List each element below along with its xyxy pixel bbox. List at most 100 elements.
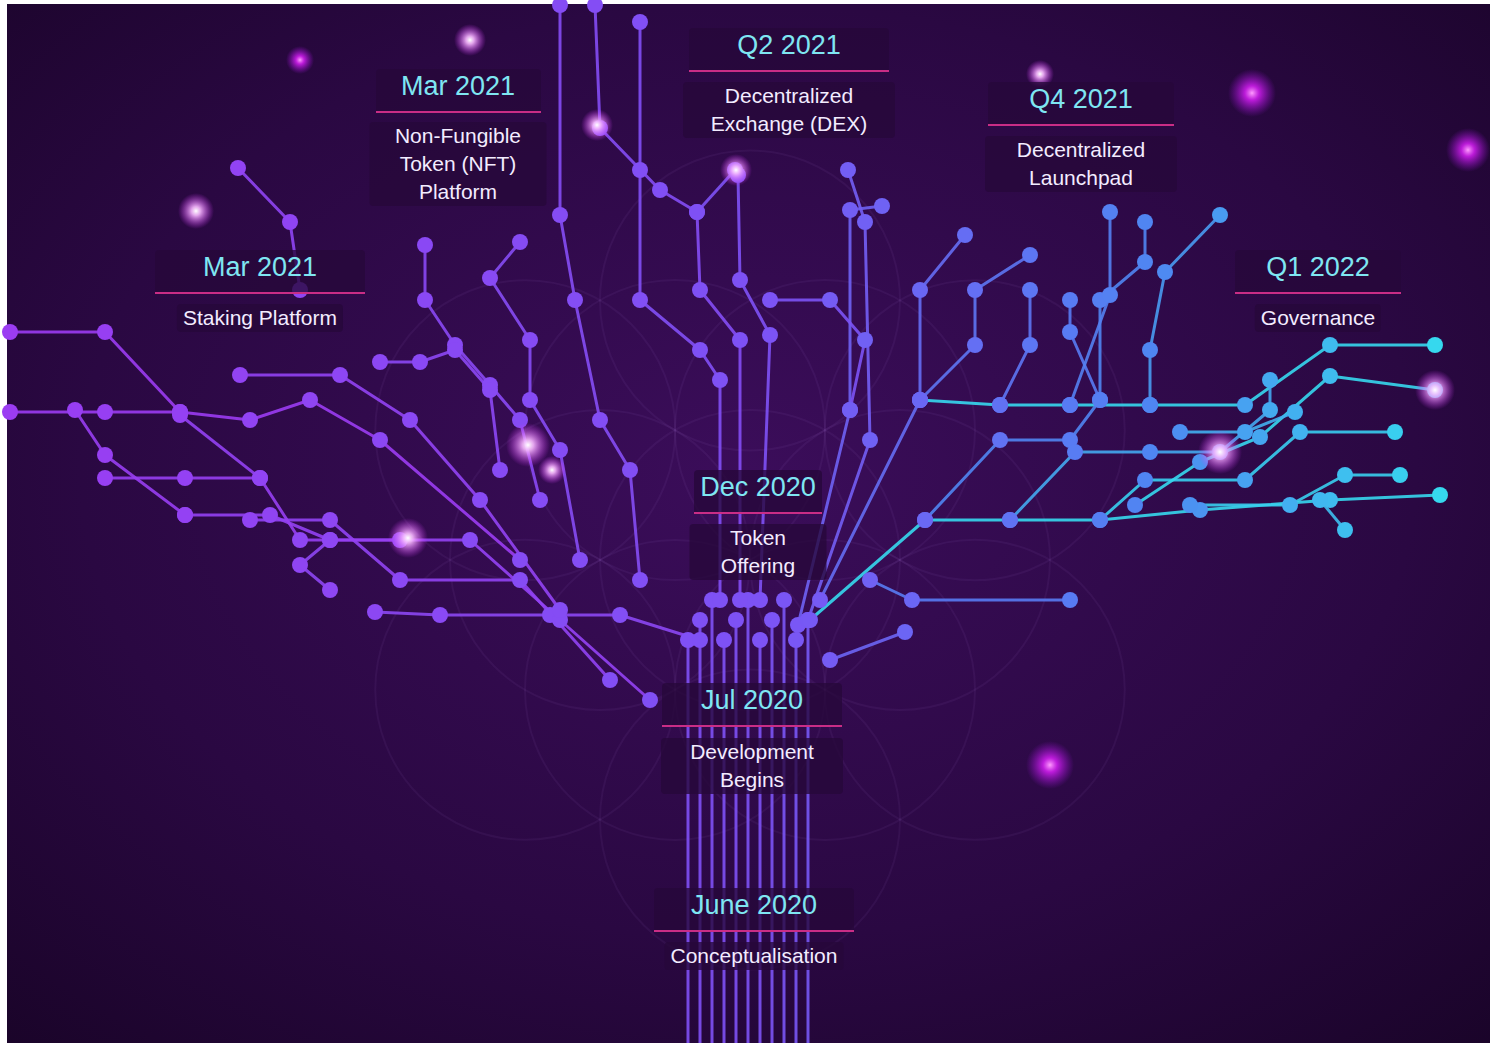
- circuit-line: [1150, 215, 1220, 405]
- circuit-line: [1100, 432, 1395, 520]
- circuit-dot: [912, 282, 928, 298]
- circuit-dot: [392, 572, 408, 588]
- glow-light: [581, 109, 613, 141]
- circuit-line: [1070, 300, 1100, 400]
- circuit-line: [1180, 412, 1295, 432]
- circuit-line: [250, 520, 610, 680]
- circuit-dot: [917, 512, 933, 528]
- circuit-line: [10, 400, 520, 560]
- milestone-text: Conceptualisation: [665, 942, 844, 970]
- circuit-dot: [417, 292, 433, 308]
- flower-pattern: [375, 151, 1124, 970]
- milestone-text: Governance: [1255, 304, 1381, 332]
- circuit-dot: [97, 324, 113, 340]
- circuit-dot: [242, 512, 258, 528]
- milestone-date: Dec 2020: [694, 470, 822, 514]
- milestone-date: Q2 2021: [689, 28, 889, 72]
- circuit-dot: [1212, 207, 1228, 223]
- circuit-dot: [292, 557, 308, 573]
- circuit-dot: [1142, 397, 1158, 413]
- circuit-dot: [1092, 392, 1108, 408]
- circuit-dot: [1262, 402, 1278, 418]
- milestone-date: Mar 2021: [376, 69, 541, 113]
- circuit-dot: [842, 402, 858, 418]
- glow-light: [286, 46, 314, 74]
- circuit-dot: [472, 492, 488, 508]
- circuit-line: [783, 600, 786, 1043]
- glow-light: [178, 193, 214, 229]
- circuit-dot: [1002, 512, 1018, 528]
- circuit-dot: [1062, 592, 1078, 608]
- circuit-dot: [172, 407, 188, 423]
- circuit-dot: [1092, 512, 1108, 528]
- glow-light: [1446, 128, 1490, 172]
- circuit-dot: [1092, 512, 1108, 528]
- circuit-dot: [587, 0, 603, 13]
- circuit-dot: [177, 470, 193, 486]
- circuit-dot: [842, 202, 858, 218]
- circuit-dot: [532, 492, 548, 508]
- circuit-dot: [992, 397, 1008, 413]
- circuit-dot: [1427, 337, 1443, 353]
- circuit-dot: [252, 470, 268, 486]
- circuit-dot: [512, 552, 528, 568]
- circuit-dot: [482, 270, 498, 286]
- circuit-dot: [1337, 522, 1353, 538]
- circuit-dot: [1182, 497, 1198, 513]
- circuit-dot: [692, 282, 708, 298]
- circuit-dot: [857, 332, 873, 348]
- glow-light: [720, 154, 752, 186]
- circuit-dot: [1432, 487, 1448, 503]
- circuit-line: [711, 600, 714, 1043]
- circuit-dot: [728, 612, 744, 628]
- glow-light: [388, 518, 428, 558]
- circuit-dot: [862, 432, 878, 448]
- circuit-dot: [812, 592, 828, 608]
- circuit-dot: [1292, 424, 1308, 440]
- circuit-dot: [412, 354, 428, 370]
- circuit-dot: [1102, 287, 1118, 303]
- circuit-dot: [692, 612, 708, 628]
- circuit-dot: [917, 512, 933, 528]
- circuit-dot: [732, 332, 748, 348]
- circuit-dot: [302, 392, 318, 408]
- circuit-dot: [552, 0, 568, 13]
- circuit-dot: [1337, 467, 1353, 483]
- circuit-dot: [572, 552, 588, 568]
- circuit-dot: [622, 462, 638, 478]
- milestone-text: Token Offering: [690, 524, 827, 580]
- glow-light: [454, 24, 486, 56]
- circuit-dot: [1102, 204, 1118, 220]
- circuit-line: [10, 332, 180, 412]
- circuit-dot: [897, 624, 913, 640]
- circuit-dot: [652, 182, 668, 198]
- circuit-dot: [912, 392, 928, 408]
- circuit-dot: [1237, 472, 1253, 488]
- circuit-dot: [1252, 429, 1268, 445]
- circuit-dot: [840, 162, 856, 178]
- background: [7, 4, 1490, 1043]
- milestone-text: Non-Fungible Token (NFT) Platform: [370, 122, 547, 206]
- circuit-dot: [992, 432, 1008, 448]
- circuit-line: [820, 235, 965, 600]
- glow-light: [1026, 741, 1074, 789]
- circuit-dot: [1392, 467, 1408, 483]
- circuit-dot: [967, 337, 983, 353]
- circuit-dot: [1022, 282, 1038, 298]
- circuit-dot: [716, 632, 732, 648]
- circuit-dot: [367, 604, 383, 620]
- circuit-line: [770, 300, 865, 410]
- circuit-dot: [402, 412, 418, 428]
- circuit-line: [920, 345, 1435, 405]
- circuit-line: [1135, 376, 1435, 505]
- circuit-dot: [842, 402, 858, 418]
- circuit-line: [1070, 212, 1110, 405]
- glow-lights: [178, 24, 1490, 789]
- circuit-dot: [904, 592, 920, 608]
- circuit-line: [810, 495, 1440, 620]
- circuit-dot: [1067, 444, 1083, 460]
- milestone-text: Development Begins: [661, 738, 843, 794]
- circuit-dot: [417, 237, 433, 253]
- circuit-dot: [1142, 444, 1158, 460]
